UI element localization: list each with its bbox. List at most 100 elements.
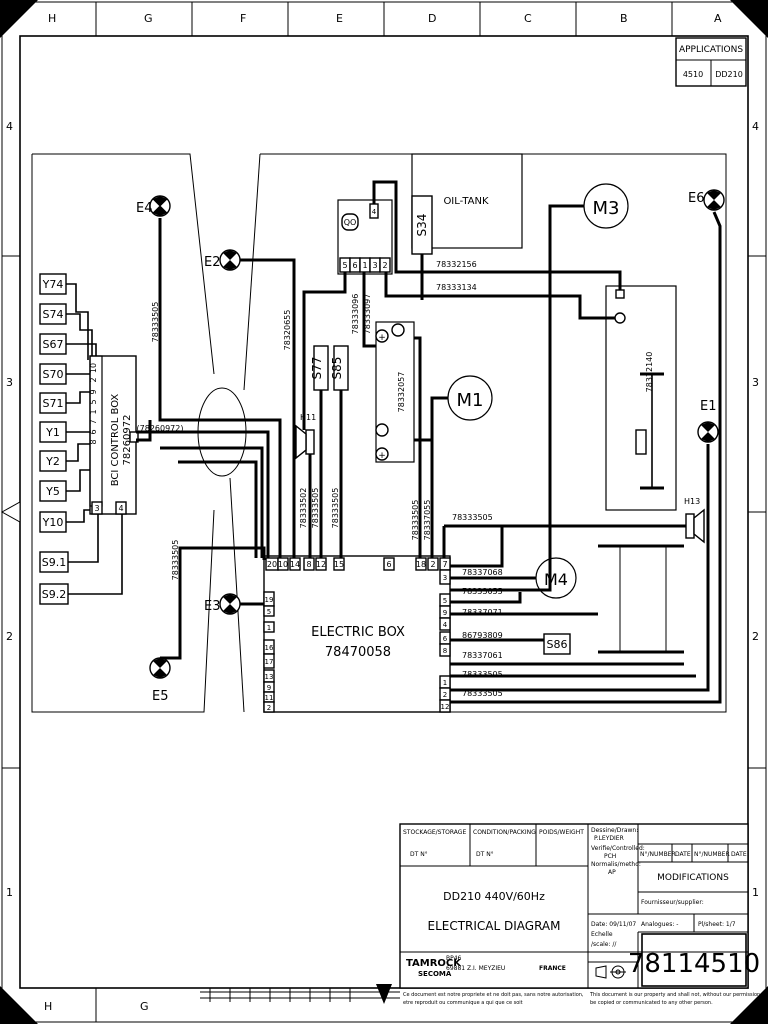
svg-text:3: 3 [372,261,377,270]
drawing-subtitle: ELECTRICAL DIAGRAM [427,919,560,933]
svg-text:2: 2 [89,377,98,382]
input-label: S9.2 [42,588,66,601]
oil-tank: OIL-TANK S34 [411,153,523,255]
svg-text:6: 6 [443,635,448,643]
svg-text:/scale: //: /scale: // [591,941,617,948]
zone-number: 1 [752,886,759,899]
svg-text:4: 4 [372,208,377,216]
input-label: S9.1 [42,556,66,569]
svg-text:1: 1 [267,624,271,632]
company-sub: SECOMA [418,970,452,978]
drawing-title: DD210 440V/60Hz [443,890,545,903]
svg-text:18: 18 [416,560,426,569]
svg-text:1: 1 [362,261,367,270]
svg-text:17: 17 [265,658,274,666]
input-label: Y1 [45,426,60,439]
svg-text:5: 5 [342,261,347,270]
svg-text:This document is our property: This document is our property and shall … [589,992,762,998]
svg-text:7: 7 [89,419,98,424]
svg-text:N°/NUMBER: N°/NUMBER [694,851,730,858]
svg-text:78333505: 78333505 [151,302,160,343]
s34-label: S34 [415,214,429,237]
input-label: Y10 [42,516,64,529]
h11-label: H11 [300,413,316,422]
zone-number: 1 [6,886,13,899]
zone-letter-top: C [524,12,532,25]
svg-text:78333505: 78333505 [311,488,320,529]
svg-text:78320655: 78320655 [283,310,292,351]
svg-text:78332156: 78332156 [436,260,477,269]
electric-box-label: ELECTRIC BOX [311,625,405,640]
svg-text:3: 3 [443,574,447,582]
e2-label: E2 [204,255,221,270]
zone-letter-top: A [714,12,722,25]
lamp-e4: E4 [136,195,171,217]
zone-letter-top: B [620,12,628,25]
frame-bars [598,544,684,654]
svg-text:BP46: BP46 [446,955,462,962]
corner-mark-bl [0,986,38,1024]
bci-label: BCI CONTROL BOX [110,394,121,487]
applications-title: APPLICATIONS [679,45,743,55]
condition-label: CONDITION/PACKING [473,829,536,836]
qo-label: QO [344,218,357,227]
svg-text:9: 9 [267,684,271,692]
lamp-e5: E5 [149,657,171,704]
svg-text:8: 8 [89,439,98,444]
svg-text:DATE: DATE [675,851,691,858]
h13-horn: H13 [684,497,705,544]
svg-text:20: 20 [267,560,277,569]
input-label: S71 [43,397,64,410]
e5-label: E5 [152,689,169,704]
svg-text:78333505: 78333505 [452,513,493,522]
input-label: S70 [43,368,64,381]
svg-text:6: 6 [89,429,98,434]
svg-text:78333502: 78333502 [299,488,308,529]
e6-label: E6 [688,191,705,206]
svg-text:86793809: 86793809 [462,631,503,640]
svg-text:+: + [378,333,386,343]
svg-text:12: 12 [441,703,450,711]
m3-label: M3 [593,198,620,219]
svg-text:Date: 09/11/07: Date: 09/11/07 [591,921,636,928]
eb-left-pins: 19 5 1 16 17 13 9 11 2 [263,591,275,713]
svg-text:15: 15 [334,560,344,569]
svg-text:4: 4 [443,621,448,629]
svg-text:16: 16 [265,644,274,652]
zone-letter-bottom: H [44,1000,52,1013]
svg-text:78332057: 78332057 [397,372,406,413]
svg-text:Pl/sheet: 1/7: Pl/sheet: 1/7 [698,921,736,928]
svg-text:78333505: 78333505 [462,689,503,698]
s86-label: S86 [547,638,568,651]
bci-control-box: BCI CONTROL BOX 78260972 10 2 9 5 1 7 6 … [89,355,139,515]
svg-text:7: 7 [442,560,447,569]
svg-text:9: 9 [89,389,98,394]
svg-text:etre reproduit ou communique a: etre reproduit ou communique a qui que c… [403,1000,523,1006]
input-label: S74 [43,308,64,321]
stockage-label: STOCKAGE/STORAGE [403,829,466,836]
svg-text:78333505: 78333505 [331,488,340,529]
svg-text:+: + [378,451,386,461]
zone-letter-top: E [336,12,343,25]
svg-text:78333096: 78333096 [351,294,360,335]
zone-letter-top: G [144,12,153,25]
svg-text:DATE: DATE [731,851,747,858]
zone-number: 4 [6,120,13,133]
drawing-number: 78114510 [628,949,760,979]
applications-cell: DD210 [715,70,743,79]
zone-number: 2 [6,630,13,643]
svg-text:11: 11 [265,694,274,702]
svg-text:5: 5 [267,608,271,616]
svg-text:8: 8 [306,560,311,569]
e4-label: E4 [136,201,153,216]
svg-text:10: 10 [89,363,98,373]
svg-text:Verifie/Controlled:: Verifie/Controlled: [591,845,645,852]
svg-text:DT N°: DT N° [476,851,494,858]
right-hydraulic-block [605,285,677,511]
bci-pins: 10 2 9 5 1 7 6 8 [89,363,98,445]
svg-text:3: 3 [94,504,99,513]
svg-text:6: 6 [352,261,357,270]
svg-text:78337068: 78337068 [462,568,503,577]
svg-text:19: 19 [265,596,274,604]
